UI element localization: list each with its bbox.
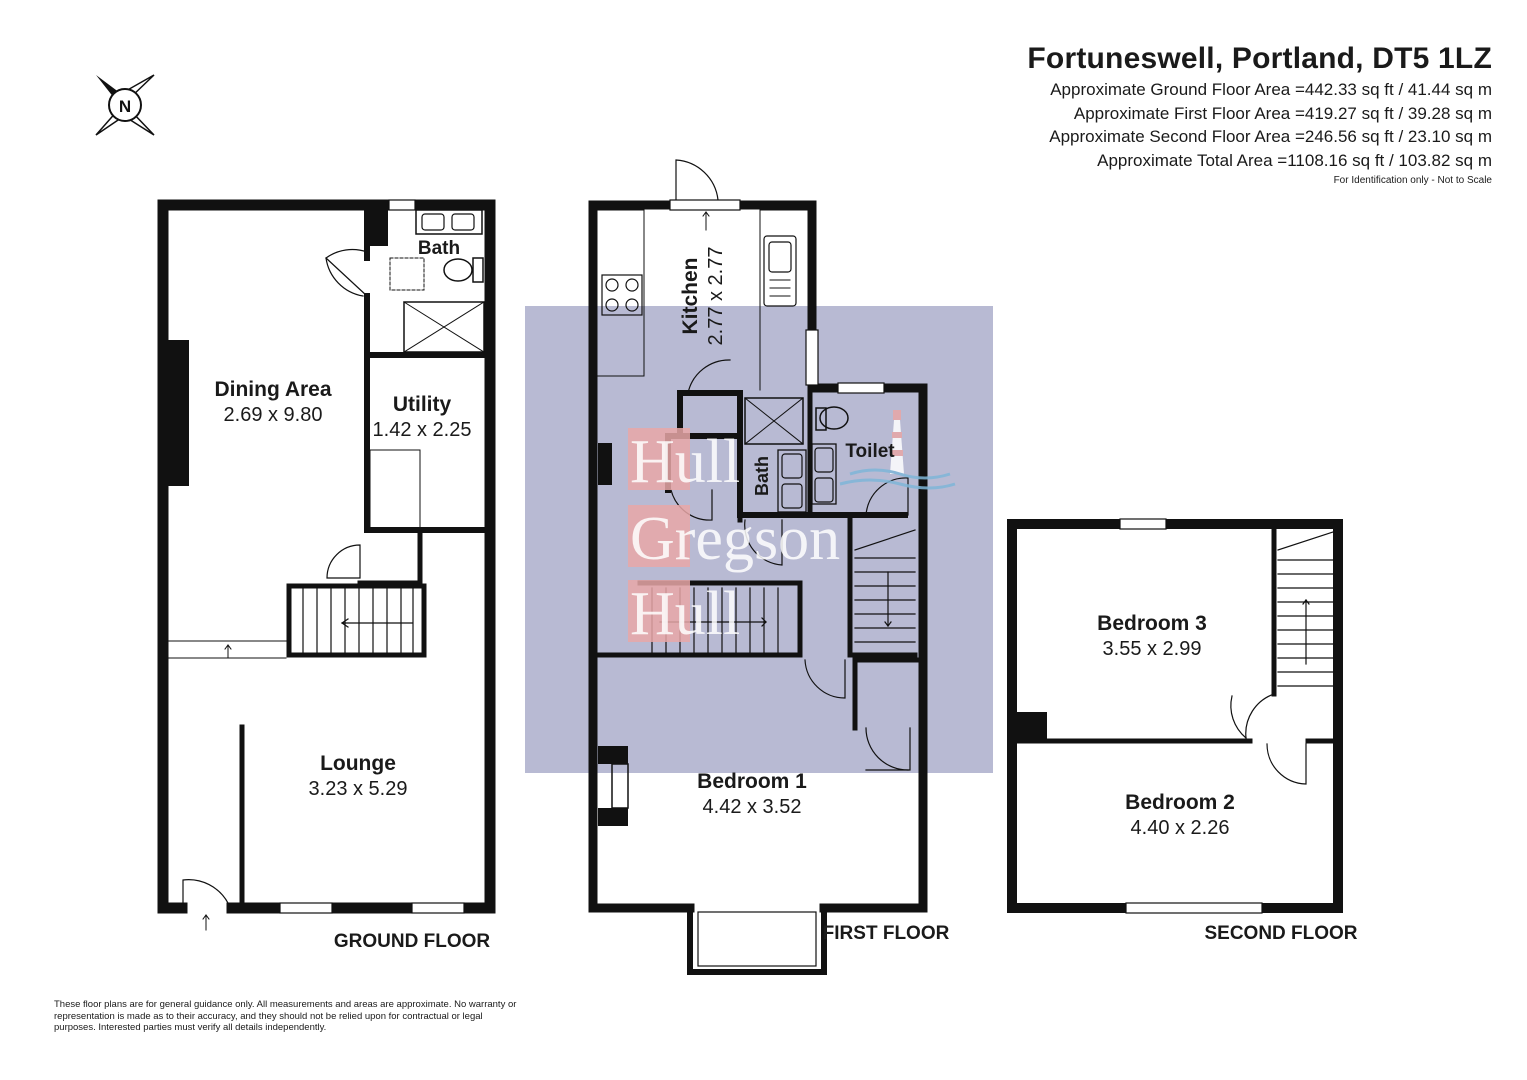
compass-icon: N (95, 74, 155, 136)
ground-floor-plan (157, 199, 496, 931)
watermark-line-3: Hull (630, 580, 740, 648)
ground-floor-area: Approximate Ground Floor Area =442.33 sq… (1050, 80, 1492, 99)
bedroom-3-name: Bedroom 3 (1097, 612, 1207, 635)
total-area: Approximate Total Area =1108.16 sq ft / … (1097, 150, 1492, 170)
bedroom-2-dimensions: 4.40 x 2.26 (1131, 817, 1230, 839)
bedroom-1-dimensions: 4.42 x 3.52 (703, 796, 802, 818)
lounge-dimensions: 3.23 x 5.29 (309, 778, 408, 800)
kitchen-name: Kitchen (679, 257, 702, 334)
first-floor-plan (588, 159, 928, 975)
second-floor-plan (1007, 518, 1343, 914)
lighthouse-icon (839, 410, 956, 490)
compass-label: N (119, 97, 131, 116)
bedroom-3-dimensions: 3.55 x 2.99 (1103, 638, 1202, 660)
first-bath-name: Bath (752, 456, 772, 496)
bedroom-2-name: Bedroom 2 (1125, 791, 1235, 814)
lounge-name: Lounge (320, 752, 396, 775)
plan-header: Fortuneswell, Portland, DT5 1LZ Approxim… (1027, 40, 1492, 188)
ground-bath-name: Bath (418, 238, 460, 259)
watermark-line-2: Gregson (630, 505, 840, 573)
second-floor-label: SECOND FLOOR (1204, 923, 1357, 944)
ground-floor-label: GROUND FLOOR (334, 931, 490, 952)
dining-area-dimensions: 2.69 x 9.80 (224, 404, 323, 426)
bedroom-1-name: Bedroom 1 (697, 770, 807, 793)
utility-name: Utility (393, 393, 452, 416)
dining-area-name: Dining Area (214, 378, 331, 401)
property-address: Fortuneswell, Portland, DT5 1LZ (1027, 42, 1492, 75)
second-floor-area: Approximate Second Floor Area =246.56 sq… (1049, 127, 1492, 146)
kitchen-dimensions: 2.77 x 2.77 (705, 247, 727, 346)
watermark-logo: Hull Gregson Hull (628, 410, 956, 648)
identification-note: For Identification only - Not to Scale (1333, 175, 1492, 186)
toilet-name: Toilet (845, 441, 895, 462)
watermark-line-1: Hull (630, 428, 740, 496)
utility-dimensions: 1.42 x 2.25 (373, 419, 472, 441)
disclaimer-text: These floor plans are for general guidan… (54, 999, 517, 1033)
first-floor-label: FIRST FLOOR (823, 923, 950, 944)
first-floor-area: Approximate First Floor Area =419.27 sq … (1073, 103, 1492, 123)
